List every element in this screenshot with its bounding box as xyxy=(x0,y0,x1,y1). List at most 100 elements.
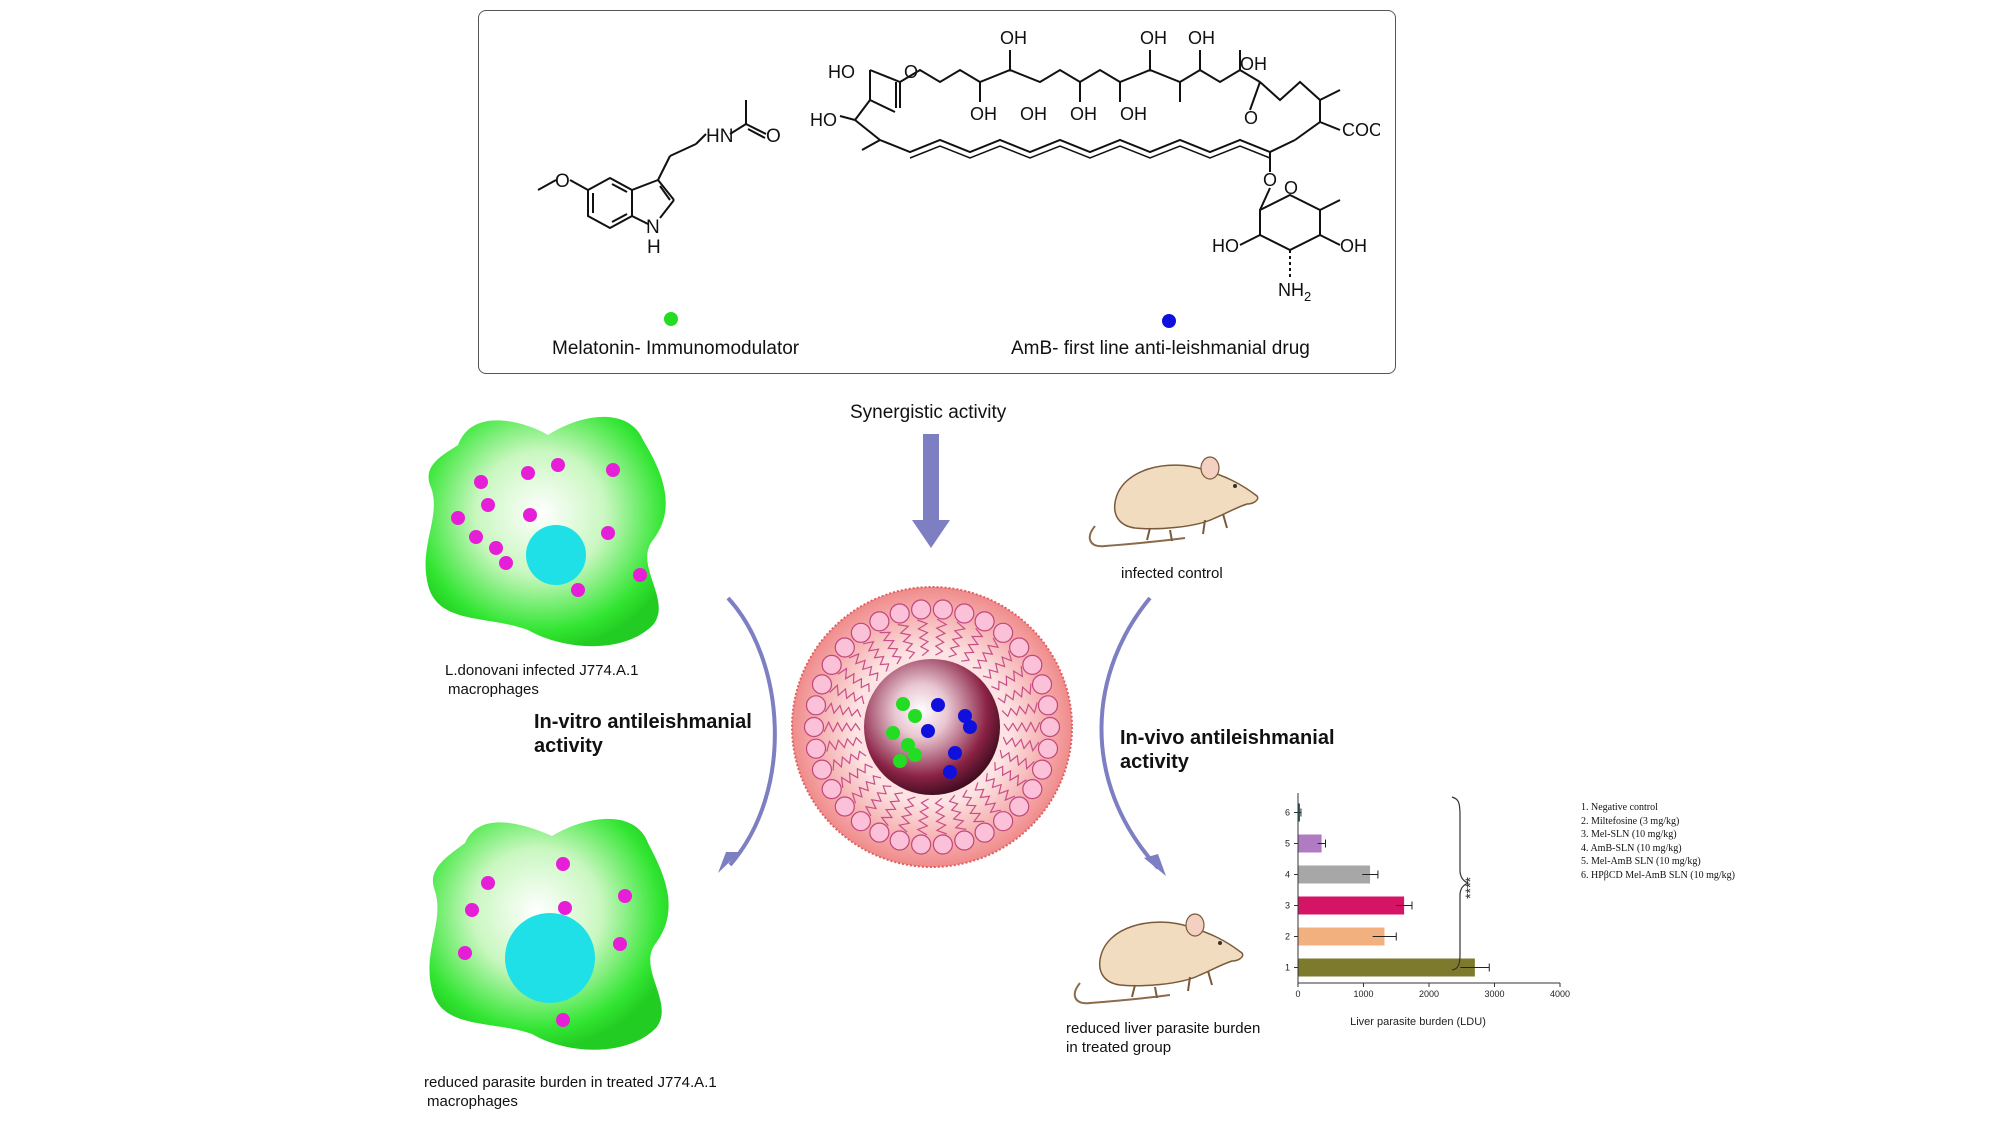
drug-molecule-dot xyxy=(958,709,972,723)
legend-item: 6. HPβCD Mel-AmB SLN (10 mg/kg) xyxy=(1581,869,1735,881)
treated-caption-2: macrophages xyxy=(427,1093,518,1110)
lipid-head xyxy=(834,796,855,817)
lipid-tail xyxy=(829,684,865,705)
lipid-head xyxy=(1022,779,1043,800)
lipid-tail xyxy=(837,667,870,692)
legend-item: 5. Mel-AmB SLN (10 mg/kg) xyxy=(1581,856,1701,867)
lipid-tail xyxy=(948,621,967,658)
lipid-head xyxy=(911,834,932,855)
lipid-head xyxy=(889,830,910,851)
bar-5 xyxy=(1298,834,1322,853)
synergy-label: Synergistic activity xyxy=(850,402,1007,423)
lipid-tail xyxy=(826,736,863,752)
amb-atom-o-ring: O xyxy=(1244,108,1258,128)
lipid-head xyxy=(834,637,855,658)
atom-n: N xyxy=(646,217,660,238)
legend-item: 2. Miltefosine (3 mg/kg) xyxy=(1581,815,1680,827)
structures-panel xyxy=(478,10,1396,374)
lipid-tail xyxy=(880,792,903,827)
y-tick-label-3: 3 xyxy=(1285,901,1290,911)
amb-atom-ho3: HO xyxy=(1212,236,1239,256)
lipid-head xyxy=(821,779,842,800)
lipid-head xyxy=(850,622,871,643)
drug-molecule-dot xyxy=(901,738,915,752)
invitro-arrow xyxy=(718,596,777,873)
treated-group-caption-1: reduced liver parasite burden xyxy=(1066,1020,1261,1037)
invitro-label-1: In-vitro antileishmanial xyxy=(534,711,752,733)
infected-macrophage xyxy=(425,416,666,647)
infected-control-caption: infected control xyxy=(1121,565,1223,582)
atom-ome: O xyxy=(555,171,570,192)
x-tick-label-0: 0 xyxy=(1295,989,1300,999)
lipid-head xyxy=(811,759,833,780)
lipid-tail xyxy=(840,763,873,788)
amb-atom-oh2: OH xyxy=(1020,104,1047,124)
amb-dot xyxy=(1162,314,1176,328)
lipid-head xyxy=(1031,674,1053,695)
lipid-tail xyxy=(848,652,879,681)
lipid-head xyxy=(811,674,833,695)
bar-2 xyxy=(1298,927,1385,946)
lipid-tail xyxy=(851,775,882,804)
lipid-head xyxy=(869,822,890,843)
lipid-tail xyxy=(999,749,1035,770)
lipid-head xyxy=(889,603,910,624)
invitro-label-2: activity xyxy=(534,735,603,757)
amb-atom-oh6: OH xyxy=(1140,28,1167,48)
lipid-tail xyxy=(991,666,1024,691)
infected-caption-1: L.donovani infected J774.A.1 xyxy=(445,662,639,679)
lipid-head xyxy=(954,830,975,851)
lipid-tail xyxy=(862,640,890,672)
lipid-head xyxy=(1009,796,1030,817)
lipid-tail xyxy=(1002,736,1040,752)
lipid-tail xyxy=(948,794,967,830)
lipid-head xyxy=(932,599,953,620)
infected-caption-2: macrophages xyxy=(448,681,539,698)
treated-mouse xyxy=(1073,913,1244,1005)
x-tick-label-4000: 4000 xyxy=(1550,989,1570,999)
amb-atom-o1: O xyxy=(904,62,918,82)
amb-atom-nh2: NH2 xyxy=(1278,280,1311,304)
lipid-tail xyxy=(985,773,1016,802)
atom-h: H xyxy=(647,237,661,258)
y-tick-label-4: 4 xyxy=(1285,870,1290,880)
x-tick-label-1000: 1000 xyxy=(1353,989,1373,999)
amb-atom-cooh: COOH xyxy=(1342,120,1380,140)
sln-nanoparticle xyxy=(791,586,1073,868)
lipid-head xyxy=(1022,654,1043,675)
drug-molecule-dot xyxy=(893,754,907,768)
lipid-head xyxy=(805,695,827,716)
atom-o: O xyxy=(766,126,781,147)
lipid-tail xyxy=(823,720,861,733)
amb-atom-ho2: HO xyxy=(810,110,837,130)
lipid-tail xyxy=(916,798,930,836)
chart-xlabel: Liver parasite burden (LDU) xyxy=(1350,1016,1486,1028)
drug-molecule-dot xyxy=(948,746,962,760)
bar-1 xyxy=(1298,958,1475,977)
lipid-head xyxy=(1009,637,1030,658)
lipid-tail xyxy=(832,750,867,771)
lipid-tail xyxy=(897,624,916,660)
drug-molecule-dot xyxy=(896,697,910,711)
lipid-head xyxy=(803,716,825,738)
lipid-tail xyxy=(897,796,916,833)
significance-label: **** xyxy=(1462,877,1478,899)
x-tick-label-3000: 3000 xyxy=(1484,989,1504,999)
lipid-head xyxy=(869,611,890,632)
drug-molecule-dot xyxy=(963,720,977,734)
lipid-head xyxy=(1037,738,1059,759)
lipid-tail xyxy=(1001,702,1038,718)
synergy-arrow xyxy=(912,434,950,548)
lipid-tail xyxy=(934,618,948,656)
lipid-tail xyxy=(879,631,902,665)
lipid-tail xyxy=(1003,721,1041,734)
lipid-tail xyxy=(972,637,1000,669)
infected-mouse xyxy=(1088,456,1259,548)
amb-atom-oh7: OH xyxy=(1188,28,1215,48)
lipid-tail xyxy=(961,627,984,662)
lipid-head xyxy=(805,738,827,759)
amb-atom-oh5: OH xyxy=(1120,104,1147,124)
lipid-head xyxy=(954,603,975,624)
drug-molecule-dot xyxy=(921,724,935,738)
y-tick-label-2: 2 xyxy=(1285,932,1290,942)
